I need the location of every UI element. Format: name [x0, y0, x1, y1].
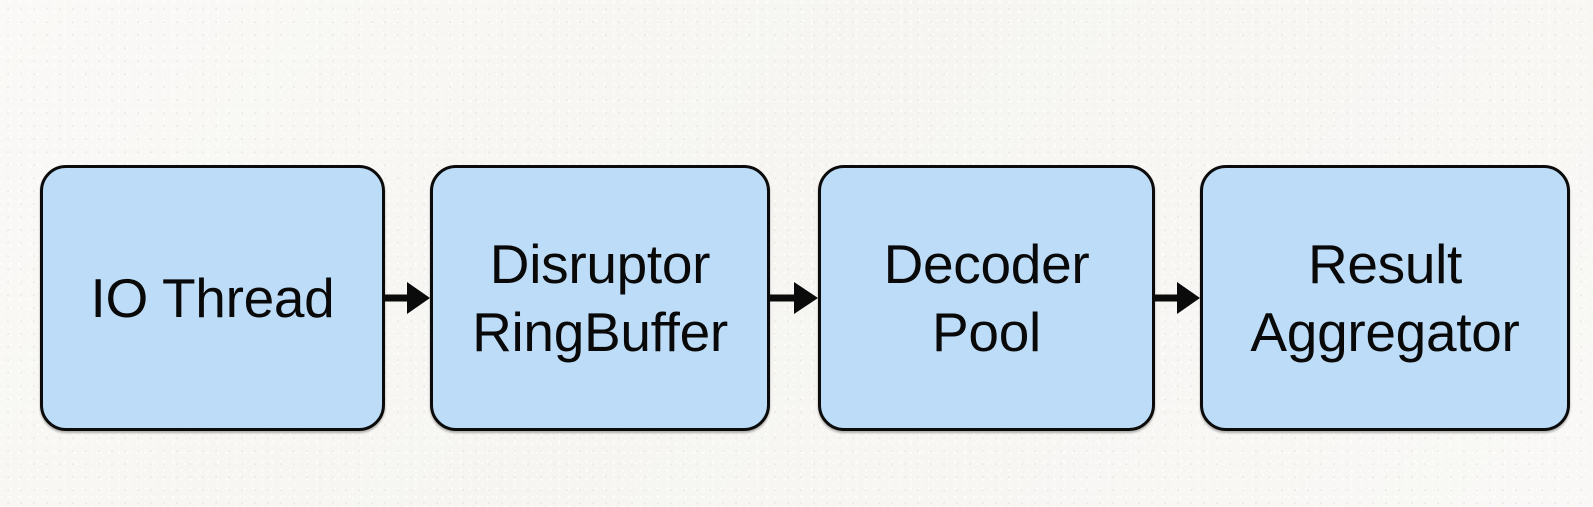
edge-io-thread-to-disruptor-ringbuffer	[385, 165, 430, 431]
node-disruptor-ringbuffer-label: Disruptor RingBuffer	[472, 233, 728, 363]
arrow-right-icon	[1155, 275, 1200, 321]
arrow-right-icon	[770, 275, 818, 321]
node-io-thread[interactable]: IO Thread	[40, 165, 385, 431]
node-decoder-pool[interactable]: Decoder Pool	[818, 165, 1155, 431]
edge-decoder-pool-to-result-aggregator	[1155, 165, 1200, 431]
node-io-thread-label: IO Thread	[90, 267, 335, 329]
node-result-aggregator-label: Result Aggregator	[1250, 233, 1520, 363]
node-decoder-pool-label: Decoder Pool	[883, 233, 1090, 363]
pipeline-flow-row: IO Thread Disruptor RingBuffer Decod	[40, 165, 1570, 431]
node-result-aggregator[interactable]: Result Aggregator	[1200, 165, 1570, 431]
arrow-right-icon	[385, 275, 430, 321]
edge-disruptor-ringbuffer-to-decoder-pool	[770, 165, 818, 431]
node-disruptor-ringbuffer[interactable]: Disruptor RingBuffer	[430, 165, 770, 431]
